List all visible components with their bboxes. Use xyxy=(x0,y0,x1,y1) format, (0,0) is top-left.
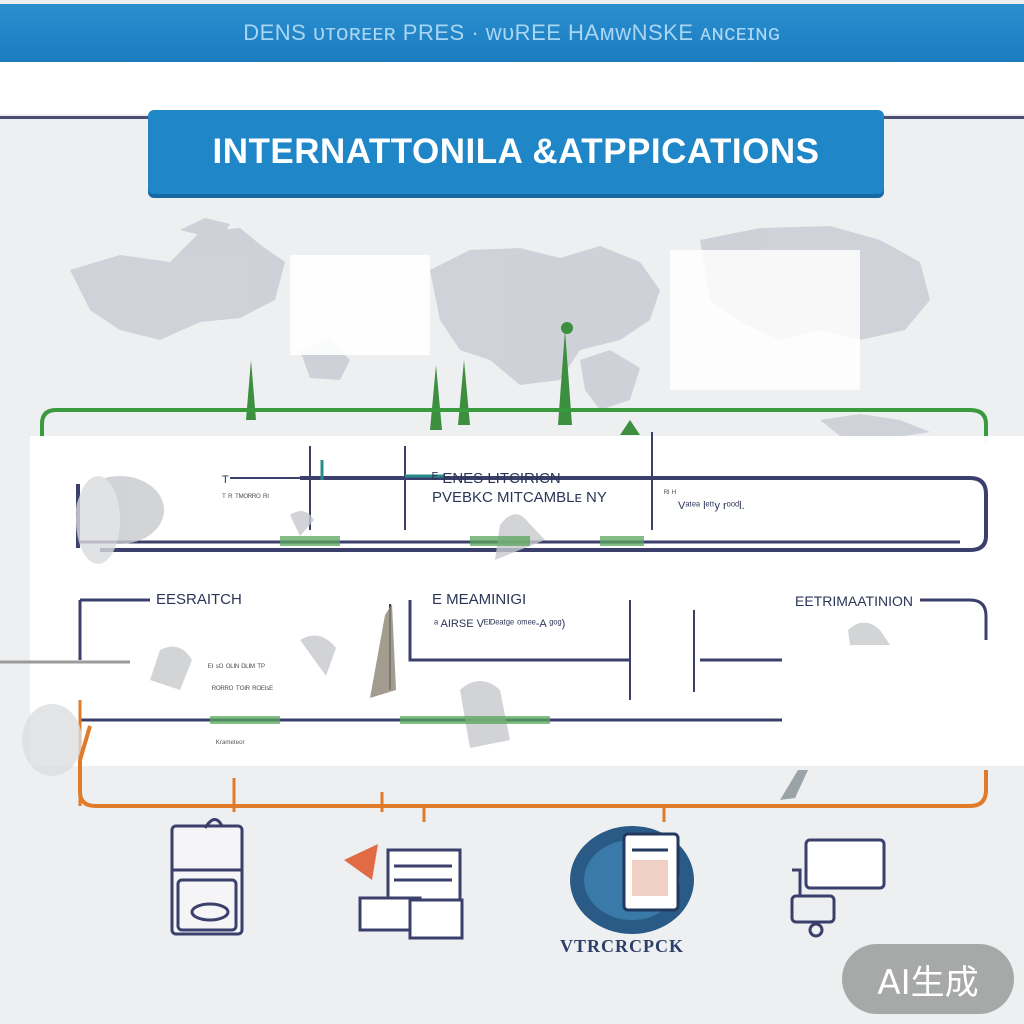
row2-mid-sub: ᵃ AIRSE Vᴱᴵᴰᵉᵃᵗᵍᵉ ᵒᵐᵉᵉ-A ᵍᵒᵍ) xyxy=(434,618,566,630)
row1-teal-accent xyxy=(320,460,445,480)
green-frame xyxy=(40,408,988,444)
row1-label-b-title: ᴱ ENES LITCIRICN xyxy=(432,470,561,487)
row1-label-c-sub: Vᵃᵗᵉᵃ lᵉᵗᵗy rᵒᵒᵈl. xyxy=(678,500,745,512)
page-title: INTERNATTONILA &ATPPICATIONS xyxy=(212,132,820,171)
footer-label: VTRCRCPCK xyxy=(560,936,684,956)
banner-text: DENS ᴜᴛᴏʀᴇᴇʀ PRES · ᴡᴜREE HAᴍᴡNSKE ᴀɴᴄᴇɪ… xyxy=(243,20,781,45)
row2-left-note-1: ᴱᴵ ˢᴼ ᴼᴸᴵᴺ ᴰᴸᴵᴹ ᵀᴾ xyxy=(208,662,265,672)
row1-label-b-sub: PVEBKC MITCAMBLᴇ NY xyxy=(432,489,607,506)
ai-generated-badge: AI生成 xyxy=(842,944,1014,1014)
row2-left-title: EESRAITCH xyxy=(156,591,242,608)
report-sheets-icon xyxy=(344,844,464,940)
row2-mid-title: E MEAMINIGI xyxy=(432,591,527,608)
green-plants xyxy=(210,536,644,724)
row2-left-note-2: ᴿᴼᴿᴿᴼ ᵀᴼᴵᴿ ᴿᴼᴱᴵˢᴱ xyxy=(212,684,274,694)
top-banner: DENS ᴜᴛᴏʀᴇᴇʀ PRES · ᴡᴜREE HAᴍᴡNSKE ᴀɴᴄᴇɪ… xyxy=(0,4,1024,62)
ai-badge-text: AI生成 xyxy=(877,962,979,1003)
title-box: INTERNATTONILA &ATPPICATIONS xyxy=(148,110,884,194)
row2-right-title: EETRIMAATINION xyxy=(795,593,913,609)
row1-label-c-title: ᴿᴵ ᴴ xyxy=(664,488,676,498)
row1-label-a-sub: ᵀ ᴿ ᵀᴹᴼᴿᴿᴼ ᴿᴵ xyxy=(222,492,269,502)
tablet-globe-icon xyxy=(570,826,694,934)
row2-left-note-3: ᴷʳᵃᵐᵉᵗᵉᵒʳ xyxy=(216,738,245,748)
illustration-blobs xyxy=(22,476,890,776)
row1-label-a-title: T xyxy=(222,474,229,486)
document-stack-icon xyxy=(170,818,244,936)
white-strip xyxy=(0,62,1024,114)
monitor-device-icon xyxy=(790,838,886,938)
